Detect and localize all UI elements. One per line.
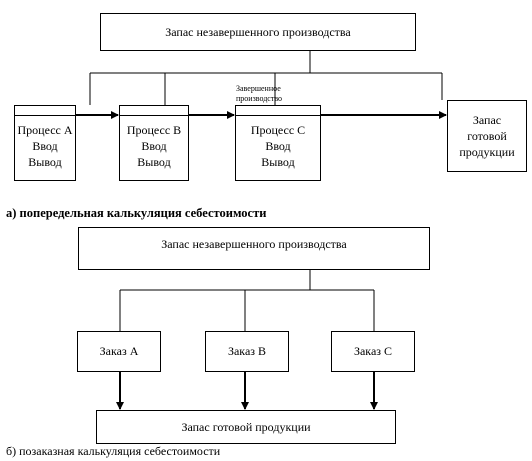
order-c-box: Заказ С (331, 331, 415, 372)
process-c-box: Процесс С Ввод Вывод (235, 105, 321, 181)
caption-a: а) попередельная калькуляция себестоимос… (6, 206, 267, 220)
order-c-label: Заказ С (353, 344, 393, 358)
process-a-output: Вывод (28, 155, 62, 169)
order-b-label: Заказ В (227, 344, 267, 358)
diagram-b-connectors (119, 270, 375, 331)
order-a-label: Заказ А (99, 344, 139, 358)
process-a-box: Процесс А Ввод Вывод (14, 105, 76, 181)
finished-goods-a-line-3: продукции (459, 145, 515, 159)
finished-goods-a-line-1: Запас (472, 113, 502, 127)
process-b-name: Процесс В (126, 123, 182, 137)
wip-inventory-label-b: Запас незавершенного производства (161, 237, 347, 251)
completed-production-line-2: производство (236, 94, 283, 103)
diagram-a-connectors (89, 51, 443, 105)
finished-goods-box-a: Запас готовой продукции (447, 100, 527, 172)
process-b-output: Вывод (137, 155, 171, 169)
caption-b: б) позаказная калькуляция себестоимости (6, 444, 221, 458)
process-a-name: Процесс А (17, 123, 73, 137)
process-c-header-strip (236, 106, 320, 116)
process-c-name: Процесс С (250, 123, 306, 137)
process-c-output: Вывод (261, 155, 295, 169)
process-b-input: Ввод (141, 139, 167, 153)
finished-goods-box-b: Запас готовой продукции (96, 410, 396, 444)
completed-production-label: Завершенное производство (236, 84, 282, 104)
finished-goods-a-line-2: готовой (467, 129, 507, 143)
diagram-b-flow-arrows (116, 372, 378, 410)
wip-inventory-label-a: Запас незавершенного производства (165, 24, 351, 39)
process-a-header-strip (15, 106, 75, 116)
finished-goods-b-label: Запас готовой продукции (181, 419, 311, 434)
process-b-header-strip (120, 106, 188, 116)
wip-inventory-box-b: Запас незавершенного производства (78, 227, 430, 270)
process-b-box: Процесс В Ввод Вывод (119, 105, 189, 181)
order-a-box: Заказ А (77, 331, 161, 372)
process-a-input: Ввод (32, 139, 58, 153)
completed-production-line-1: Завершенное (236, 84, 281, 93)
process-c-input: Ввод (265, 139, 291, 153)
wip-inventory-box-a: Запас незавершенного производства (100, 13, 416, 51)
order-b-box: Заказ В (205, 331, 289, 372)
